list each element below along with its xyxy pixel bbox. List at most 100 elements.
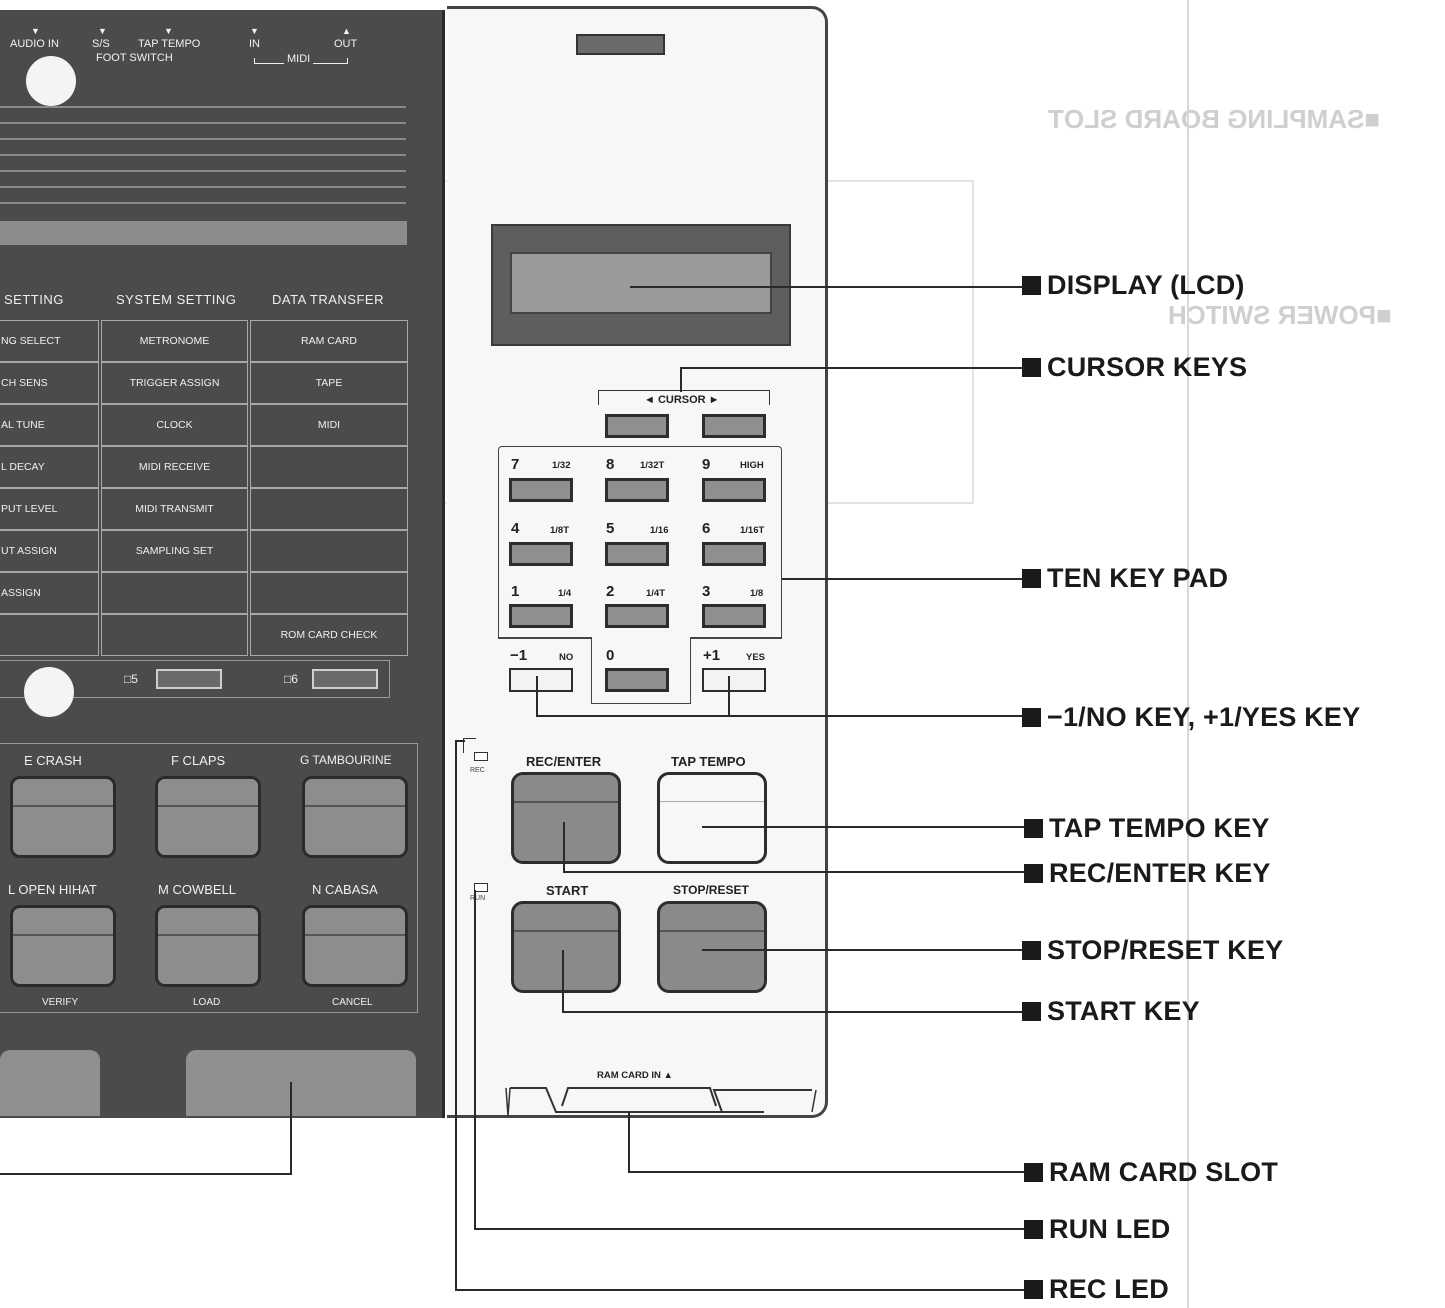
key-0[interactable] [605,668,669,692]
leader-start [562,1011,1022,1013]
setting-item: NG SELECT [0,320,99,362]
key-5[interactable] [605,542,669,566]
system-item-empty [101,572,248,614]
key-9[interactable] [702,478,766,502]
pad-claps[interactable] [155,776,261,858]
setting-item: CH SENS [0,362,99,404]
key-1-sub: 1/4 [558,588,572,599]
pad-label-tambourine: G TAMBOURINE [300,753,392,767]
mini-button-5[interactable] [156,669,222,689]
vent-stripe [0,122,406,124]
label-ss: S/S [92,38,110,50]
ten-key-frame-bottom [498,637,592,639]
leader-cursor [680,367,1022,369]
setting-item: ASSIGN [0,572,99,614]
key-4[interactable] [509,542,573,566]
leader-rec-enter [563,871,1024,873]
minus-one-no-key[interactable] [509,668,573,692]
key-7[interactable] [509,478,573,502]
no-label: NO [559,652,574,663]
plus-one-label: +1 [703,647,721,664]
callout-ram-card-slot: RAM CARD SLOT [1024,1157,1278,1188]
system-item-clock: CLOCK [101,404,248,446]
start-key[interactable] [511,901,621,993]
pad-cabasa[interactable] [302,905,408,987]
stop-reset-label: STOP/RESET [673,883,749,897]
callout-yes-no-key: −1/NO KEY, +1/YES KEY [1022,702,1360,733]
mini-button-5-label: □5 [124,672,138,686]
key-7-num: 7 [511,456,520,473]
lcd-display [510,252,772,314]
setting-item [0,614,99,656]
ghost-power-text: ■POWER SWITCH [1168,300,1392,330]
section-system-head: SYSTEM SETTING [116,292,237,307]
ghost-sampling-text: ■SAMPLING BOARD SLOT [1048,104,1381,134]
data-item-empty [250,530,408,572]
mini-button-6[interactable] [312,669,378,689]
rec-led-label: REC [470,767,485,774]
setting-item: PUT LEVEL [0,488,99,530]
leader-cursor [680,368,682,392]
leader-rec-led [455,1289,1024,1291]
callout-run-led: RUN LED [1024,1214,1170,1245]
plus-one-yes-key[interactable] [702,668,766,692]
ten-key-frame-notch [591,637,691,704]
label-midi-in: IN [249,38,260,50]
key-8[interactable] [605,478,669,502]
stop-reset-key[interactable] [657,901,767,993]
leader-rec-enter [563,822,565,872]
leader-stop-reset [702,949,1022,951]
system-item-empty [101,614,248,656]
pad-tambourine[interactable] [302,776,408,858]
leader-ram-slot [628,1171,1024,1173]
callout-ten-key-pad: TEN KEY PAD [1022,563,1228,594]
key-6[interactable] [702,542,766,566]
pad-cowbell[interactable] [155,905,261,987]
system-item-midi-receive: MIDI RECEIVE [101,446,248,488]
data-item-rom-card-check: ROM CARD CHECK [250,614,408,656]
mini-button-6-label: □6 [284,672,298,686]
key-1[interactable] [509,604,573,628]
key-2[interactable] [605,604,669,628]
rec-enter-label: REC/ENTER [526,754,602,769]
key-3[interactable] [702,604,766,628]
key-3-sub: 1/8 [750,588,764,599]
pad-open-hihat[interactable] [10,905,116,987]
pad-sub-cancel: CANCEL [332,997,373,1008]
vent-stripe [0,202,406,204]
key-3-num: 3 [702,583,711,600]
leader-ten-key [782,578,1022,580]
cursor-left-key[interactable] [605,414,669,438]
key-7-sub: 1/32 [552,460,571,471]
vent-stripe [0,106,406,108]
leader-tap-tempo [702,826,1024,828]
pad-sub-load: LOAD [193,997,221,1008]
rec-led-bracket [463,738,476,753]
key-2-num: 2 [606,583,615,600]
ten-key-frame [498,446,782,638]
callout-rec-enter-key: REC/ENTER KEY [1024,858,1271,889]
rec-led [474,752,488,761]
leader-yes-no [536,715,1022,717]
key-5-sub: 1/16 [650,525,669,536]
cursor-right-key[interactable] [702,414,766,438]
data-item-ram-card: RAM CARD [250,320,408,362]
rec-enter-key[interactable] [511,772,621,864]
cursor-label: ◄ CURSOR ► [641,394,723,406]
pad-label-cowbell: M COWBELL [158,882,237,897]
key-0-num: 0 [606,647,615,664]
data-item-empty [250,488,408,530]
label-audio-in: AUDIO IN [10,38,59,50]
label-tap-tempo: TAP TEMPO [138,38,201,50]
leader-run-led [474,1228,1024,1230]
run-led [474,883,488,892]
setting-item: UT ASSIGN [0,530,99,572]
ram-card-slot [505,1087,817,1117]
leader-no [536,676,538,716]
minus-one-label: −1 [510,647,528,664]
pad-label-open-hihat: L OPEN HIHAT [8,882,97,897]
key-4-num: 4 [511,520,520,537]
pad-crash[interactable] [10,776,116,858]
tap-tempo-key[interactable] [657,772,767,864]
vent-stripe [0,138,406,140]
